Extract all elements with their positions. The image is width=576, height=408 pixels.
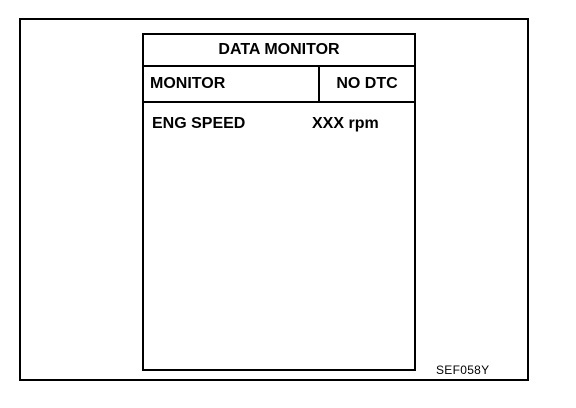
monitor-item-label: ENG SPEED (152, 115, 246, 132)
monitor-item-row: ENG SPEED XXX rpm (144, 115, 414, 137)
monitor-header-row: MONITOR NO DTC (144, 67, 414, 103)
monitor-column-header: MONITOR (144, 67, 320, 101)
dtc-status-header: NO DTC (336, 75, 398, 92)
consult-screen: DATA MONITOR MONITOR NO DTC ENG SPEED XX… (142, 33, 416, 371)
monitor-item-value: XXX rpm (312, 115, 379, 132)
figure-code: SEF058Y (436, 363, 490, 377)
screen-title: DATA MONITOR (144, 35, 414, 67)
